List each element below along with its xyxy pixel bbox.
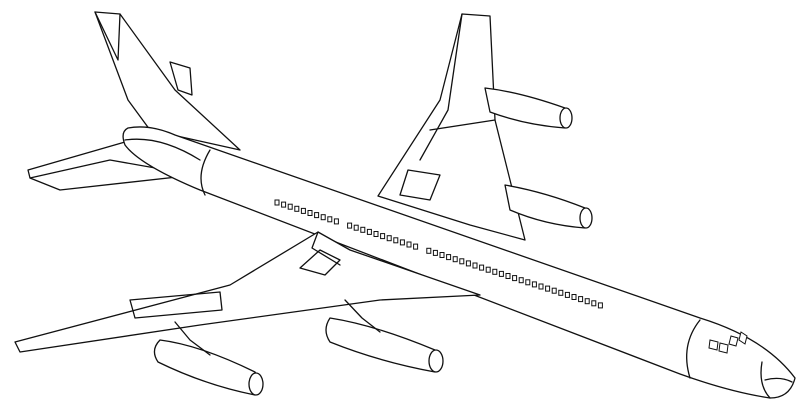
window	[274, 199, 280, 206]
window	[505, 273, 511, 279]
window	[558, 289, 564, 296]
far-wing	[377, 13, 526, 241]
far-engine-inner	[504, 184, 593, 229]
window	[459, 258, 465, 265]
window	[399, 239, 405, 246]
window	[373, 231, 379, 237]
window	[498, 270, 504, 277]
window	[393, 237, 399, 244]
window	[472, 262, 478, 269]
window	[333, 218, 339, 225]
window	[597, 302, 603, 309]
window	[426, 247, 432, 254]
window	[439, 252, 445, 258]
near-wing	[14, 231, 481, 353]
tail-fin	[94, 11, 241, 151]
window	[320, 214, 326, 221]
window	[432, 249, 438, 256]
window	[413, 243, 419, 250]
window	[479, 264, 485, 271]
window	[512, 275, 518, 282]
window	[380, 233, 386, 240]
window	[360, 226, 366, 233]
near-engine-inner	[325, 299, 444, 373]
window	[584, 298, 590, 305]
window	[485, 266, 491, 273]
window	[525, 279, 531, 286]
window	[294, 205, 300, 212]
window	[465, 260, 471, 267]
window	[551, 287, 557, 294]
window	[406, 241, 412, 248]
window	[545, 285, 551, 292]
window	[531, 281, 537, 288]
window	[307, 210, 313, 216]
window	[327, 216, 333, 223]
window	[564, 291, 570, 298]
window	[300, 207, 306, 214]
window	[591, 300, 597, 307]
window	[538, 283, 544, 290]
near-engine-outer	[153, 321, 264, 396]
window	[314, 212, 320, 219]
far-engine-outer	[484, 87, 573, 129]
window	[281, 201, 287, 208]
nose-cone	[760, 361, 793, 399]
window	[347, 222, 353, 229]
window	[353, 224, 359, 231]
window	[452, 256, 458, 263]
window	[366, 228, 372, 235]
cockpit-windows	[708, 331, 748, 354]
passenger-windows	[274, 199, 603, 309]
window	[287, 203, 293, 210]
window	[386, 235, 392, 242]
window	[571, 294, 577, 300]
window	[446, 254, 452, 261]
window	[492, 268, 498, 275]
window	[518, 277, 524, 284]
window	[578, 296, 584, 303]
